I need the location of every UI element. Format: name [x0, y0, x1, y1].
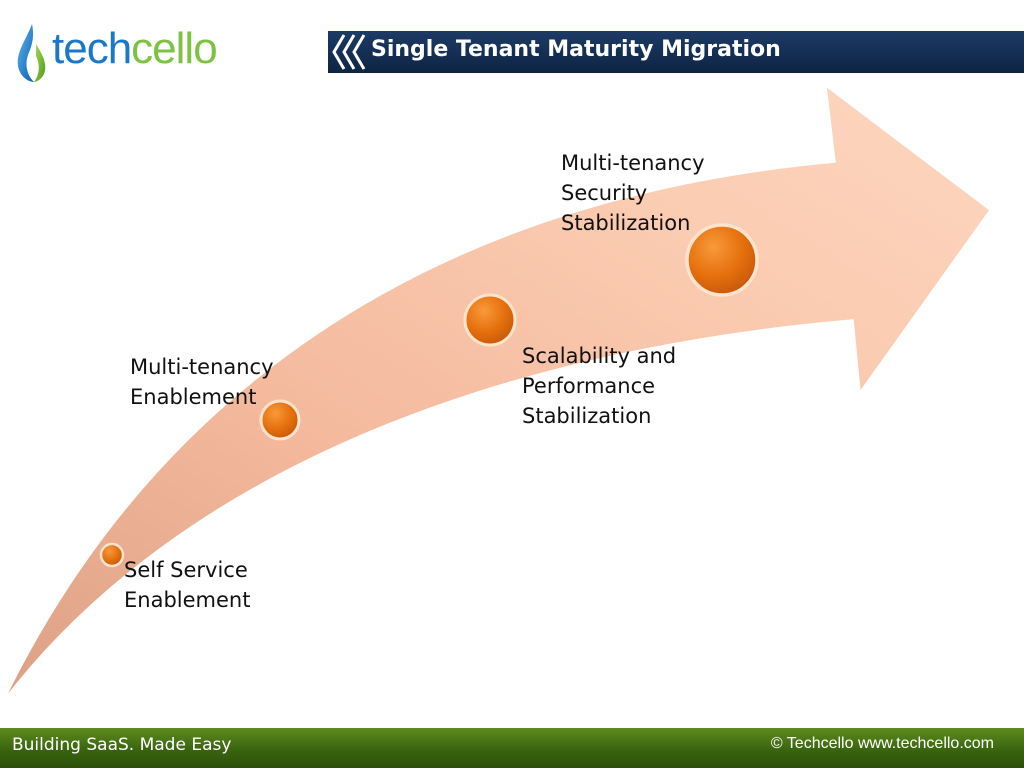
footer-copyright: © Techcello www.techcello.com	[770, 735, 994, 752]
stage-label-line: Security	[561, 181, 648, 205]
water-drop-icon	[17, 24, 46, 82]
footer-tagline: Building SaaS. Made Easy	[12, 735, 232, 755]
stage-node-1	[99, 542, 125, 568]
stage-label-line: Performance	[522, 374, 656, 398]
stage-label-security: Multi-tenancy Security Stabilization	[561, 148, 705, 238]
stage-node-4	[685, 223, 759, 297]
logo-wordmark: techcello	[52, 24, 218, 74]
stage-label-line: Self Service	[124, 558, 248, 582]
stage-label-line: Multi-tenancy	[130, 355, 274, 379]
title-bar: Single Tenant Maturity Migration	[328, 31, 1024, 73]
stage-node-2	[259, 399, 301, 441]
double-chevron-left-icon	[332, 34, 366, 70]
logo-text-tech: tech	[52, 24, 132, 73]
slide-title: Single Tenant Maturity Migration	[371, 37, 781, 62]
techcello-logo: techcello	[14, 20, 224, 84]
stage-label-line: Stabilization	[522, 404, 652, 428]
stage-label-self-service: Self Service Enablement	[124, 555, 250, 615]
maturity-arrow-diagram	[3, 84, 992, 701]
stage-label-line: Multi-tenancy	[561, 151, 705, 175]
stage-label-line: Stabilization	[561, 211, 691, 235]
stage-label-line: Scalability and	[522, 344, 677, 368]
stage-label-line: Enablement	[124, 588, 251, 612]
stage-label-scalability: Scalability and Performance Stabilizatio…	[522, 341, 676, 431]
stage-label-line: Enablement	[130, 385, 257, 409]
stage-node-3	[463, 293, 517, 347]
stage-label-multitenancy-enablement: Multi-tenancy Enablement	[130, 352, 274, 412]
footer-bar: Building SaaS. Made Easy © Techcello www…	[0, 728, 1024, 768]
logo-text-cello: cello	[131, 24, 217, 73]
